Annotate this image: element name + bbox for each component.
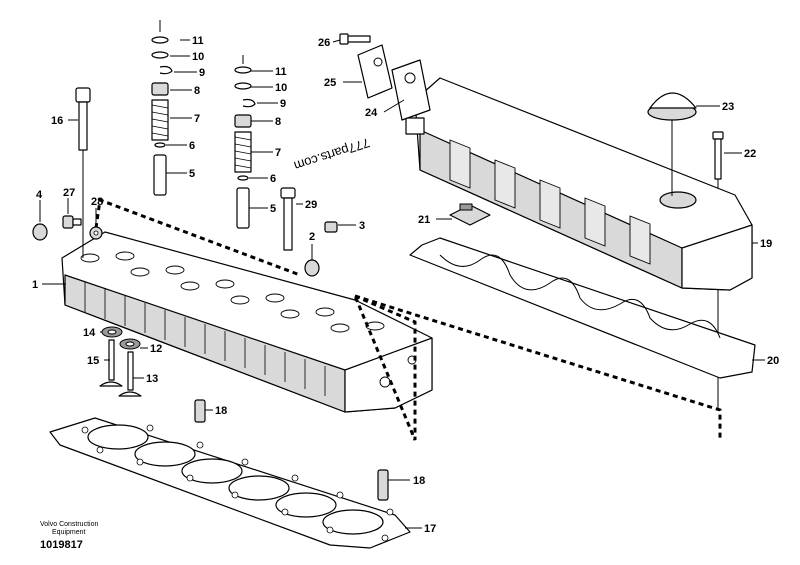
dashed-outline-left bbox=[94, 197, 301, 277]
callout-17: 17 bbox=[424, 523, 436, 535]
valve-13 bbox=[118, 351, 142, 397]
callout-11-right: 11 bbox=[275, 66, 287, 78]
dashed-outline-right bbox=[353, 294, 417, 441]
callout-27: 27 bbox=[63, 187, 75, 199]
gasket-holes bbox=[81, 424, 394, 542]
collet-11a bbox=[151, 36, 169, 44]
dashed-outline-cover bbox=[354, 294, 722, 440]
callout-29: 29 bbox=[305, 199, 317, 211]
plug-2 bbox=[304, 259, 320, 277]
seal-6a bbox=[154, 142, 166, 148]
leader-lines bbox=[39, 39, 765, 529]
head-fins bbox=[84, 282, 326, 396]
lock-9a bbox=[159, 65, 173, 75]
valve-assembly-left bbox=[151, 20, 173, 196]
washer-10a bbox=[151, 51, 169, 59]
callout-18-right: 18 bbox=[413, 475, 425, 487]
plug-3 bbox=[324, 221, 338, 233]
callout-14: 14 bbox=[83, 327, 96, 339]
callout-25: 25 bbox=[324, 77, 336, 89]
bolt-26 bbox=[339, 33, 371, 45]
retainer-8a bbox=[151, 82, 169, 96]
retainer-8b bbox=[234, 114, 252, 128]
dowel-18b bbox=[377, 469, 389, 501]
spring-7a bbox=[151, 99, 169, 141]
seat-12 bbox=[119, 338, 141, 350]
cover-ribs bbox=[449, 139, 651, 265]
seat-14 bbox=[101, 326, 123, 338]
callout-labels: 11 10 9 8 7 6 5 11 10 9 8 7 6 5 16 4 27 … bbox=[32, 35, 779, 535]
callout-9-left: 9 bbox=[199, 67, 205, 79]
brand-line-1: Volvo Construction bbox=[40, 521, 98, 528]
callout-10-left: 10 bbox=[192, 51, 204, 63]
callout-6-left: 6 bbox=[189, 140, 195, 152]
callout-8-left: 8 bbox=[194, 85, 200, 97]
lock-9b bbox=[242, 98, 256, 108]
callout-15: 15 bbox=[87, 355, 99, 367]
callout-20: 20 bbox=[767, 355, 779, 367]
drawing-id: 1019817 bbox=[40, 539, 83, 551]
callout-10-right: 10 bbox=[275, 82, 287, 94]
callout-28: 28 bbox=[91, 196, 103, 208]
washer-10b bbox=[234, 82, 252, 90]
cover-port bbox=[405, 117, 425, 135]
callout-8-right: 8 bbox=[275, 116, 281, 128]
callout-23: 23 bbox=[722, 101, 734, 113]
bolt-29 bbox=[280, 187, 296, 251]
cylinder-head-gasket bbox=[49, 417, 411, 549]
collet-11b bbox=[234, 66, 252, 74]
callout-11-left: 11 bbox=[192, 35, 204, 47]
seal-6b bbox=[237, 175, 249, 181]
callout-12: 12 bbox=[150, 343, 162, 355]
spring-7b bbox=[234, 131, 252, 173]
valve-cover bbox=[405, 77, 753, 291]
callout-4: 4 bbox=[36, 189, 43, 201]
guide-5a bbox=[153, 154, 167, 196]
callout-9-right: 9 bbox=[280, 98, 286, 110]
dowel-18a bbox=[194, 399, 206, 423]
callout-22: 22 bbox=[744, 148, 756, 160]
brand-line-2: Equipment bbox=[52, 529, 86, 536]
washer-28 bbox=[89, 226, 103, 240]
callout-16: 16 bbox=[51, 115, 63, 127]
callout-24: 24 bbox=[365, 107, 378, 119]
watermark-text: 777parts.com bbox=[292, 135, 372, 174]
valve-15 bbox=[99, 339, 123, 387]
callout-21: 21 bbox=[418, 214, 430, 226]
callout-2: 2 bbox=[309, 231, 315, 243]
callout-26: 26 bbox=[318, 37, 330, 49]
callout-19: 19 bbox=[760, 238, 772, 250]
oil-filler-cap bbox=[647, 92, 697, 121]
callout-5-right: 5 bbox=[270, 203, 276, 215]
valve-cover-gasket bbox=[409, 237, 756, 379]
callout-1: 1 bbox=[32, 279, 38, 291]
breather-plate-25 bbox=[357, 44, 393, 99]
callout-18-left: 18 bbox=[215, 405, 227, 417]
callout-5-left: 5 bbox=[189, 168, 195, 180]
callout-3: 3 bbox=[359, 220, 365, 232]
callout-7-right: 7 bbox=[275, 147, 281, 159]
callout-6-right: 6 bbox=[270, 173, 276, 185]
callout-13: 13 bbox=[146, 373, 158, 385]
bolt-22 bbox=[712, 131, 724, 180]
plug-4 bbox=[32, 223, 48, 241]
guide-5b bbox=[236, 187, 250, 229]
gasket-bores bbox=[87, 424, 384, 535]
callout-7-left: 7 bbox=[194, 113, 200, 125]
valve-assembly-right bbox=[234, 55, 256, 229]
bracket-21 bbox=[449, 203, 491, 226]
fitting-27 bbox=[62, 215, 82, 229]
breather-gasket-24 bbox=[391, 59, 431, 121]
oil-filler-opening bbox=[659, 191, 697, 209]
bolt-16 bbox=[75, 87, 91, 151]
